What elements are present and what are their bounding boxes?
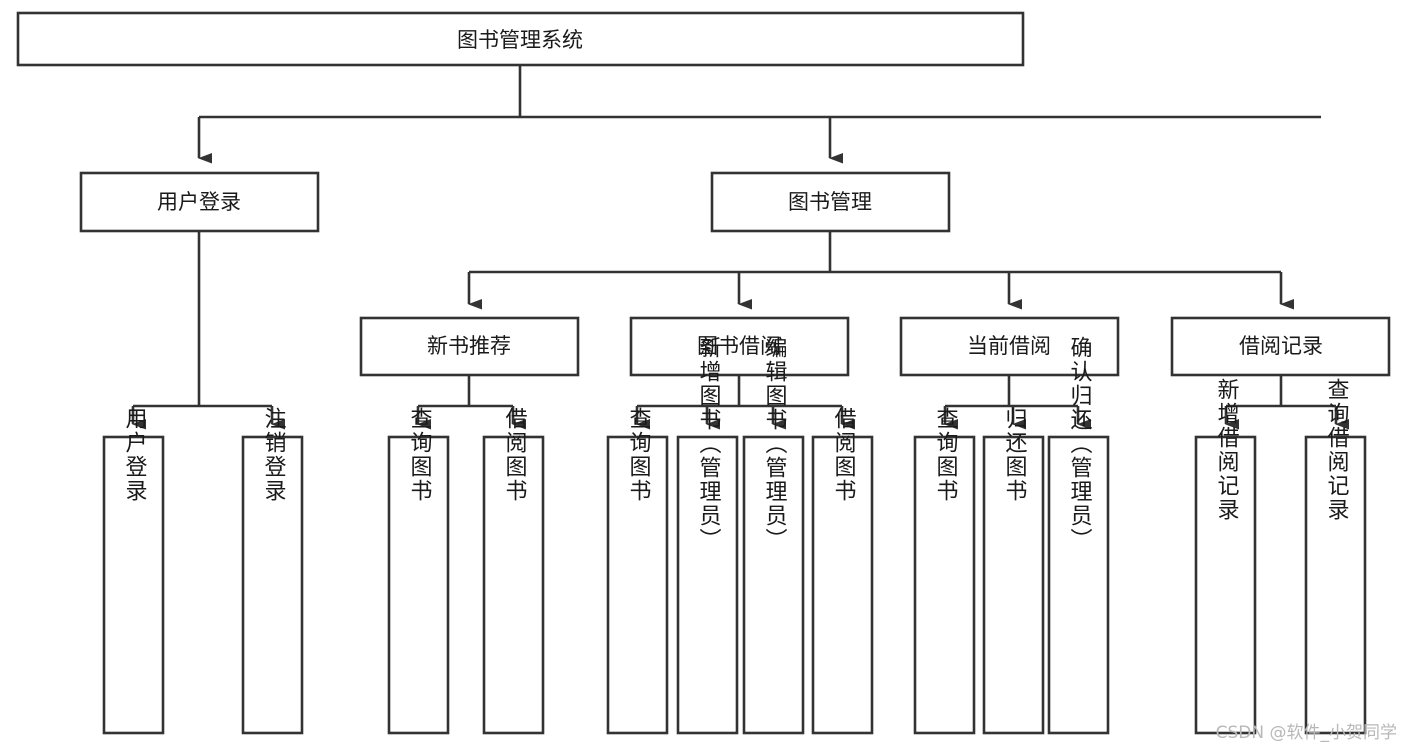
connector-borrowrecord-to-leaves xyxy=(1224,375,1349,430)
leaf-borrow-record-0[interactable]: 新增借阅记录 xyxy=(1194,378,1257,735)
leaf-borrow-record-0-label: 新增借阅记录 xyxy=(1214,378,1240,522)
node-current-borrow[interactable]: 当前借阅 xyxy=(899,316,1120,377)
leaf-new-book-recommend-0[interactable]: 查询图书 xyxy=(387,407,450,735)
leaf-new-book-recommend-0-label: 查询图书 xyxy=(407,407,433,503)
node-root[interactable]: 图书管理系统 xyxy=(16,11,1025,67)
leaf-borrow-record-1[interactable]: 查询借阅记录 xyxy=(1304,378,1367,735)
leaf-user-login-1[interactable]: 注销登录 xyxy=(241,407,304,735)
node-new-book-recommend-label: 新书推荐 xyxy=(427,334,511,358)
leaf-current-borrow-1[interactable]: 归还图书 xyxy=(982,407,1045,735)
leaf-book-borrow-2-label: 编辑图书（管理员） xyxy=(762,336,788,552)
leaf-new-book-recommend-1[interactable]: 借阅图书 xyxy=(482,407,545,735)
leaf-new-book-recommend-1-label: 借阅图书 xyxy=(502,407,528,503)
leaf-user-login-1-label: 注销登录 xyxy=(261,407,287,503)
connector-bookmgmt-to-level3 xyxy=(467,231,1294,310)
node-user-login-label: 用户登录 xyxy=(157,190,241,214)
node-current-borrow-label: 当前借阅 xyxy=(967,334,1051,358)
leaf-current-borrow-1-label: 归还图书 xyxy=(1002,407,1028,503)
leaf-user-login-0[interactable]: 用户登录 xyxy=(102,407,165,735)
connector-root-to-level2 xyxy=(197,65,1321,164)
leaf-current-borrow-2[interactable]: 确认归还（管理员） xyxy=(1047,336,1110,735)
leaf-book-borrow-3[interactable]: 借阅图书 xyxy=(811,407,874,735)
node-root-label: 图书管理系统 xyxy=(457,28,583,52)
connector-newbook-to-leaves xyxy=(416,375,526,430)
connector-bookborrow-to-leaves xyxy=(635,375,855,430)
leaf-book-borrow-0[interactable]: 查询图书 xyxy=(606,407,669,735)
node-book-borrow-label: 图书借阅 xyxy=(697,334,781,358)
leaf-borrow-record-1-label: 查询借阅记录 xyxy=(1324,378,1350,522)
leaf-book-borrow-3-label: 借阅图书 xyxy=(831,407,857,503)
node-book-borrow[interactable]: 图书借阅 xyxy=(629,316,850,377)
leaf-book-borrow-1-label: 新增图书（管理员） xyxy=(696,336,722,552)
connector-userlogin-to-leaves xyxy=(131,231,285,430)
node-user-login[interactable]: 用户登录 xyxy=(79,171,320,233)
leaf-book-borrow-1[interactable]: 新增图书（管理员） xyxy=(676,336,739,735)
leaf-book-borrow-0-label: 查询图书 xyxy=(626,407,652,503)
node-new-book-recommend[interactable]: 新书推荐 xyxy=(359,316,580,377)
connector-currentborrow-to-leaves xyxy=(943,375,1091,430)
node-borrow-record[interactable]: 借阅记录 xyxy=(1170,316,1391,377)
node-book-management[interactable]: 图书管理 xyxy=(710,171,951,233)
leaf-current-borrow-0[interactable]: 查询图书 xyxy=(913,407,976,735)
leaf-book-borrow-2[interactable]: 编辑图书（管理员） xyxy=(742,336,805,735)
node-book-management-label: 图书管理 xyxy=(788,190,872,214)
leaf-current-borrow-2-label: 确认归还（管理员） xyxy=(1067,336,1093,552)
leaf-current-borrow-0-label: 查询图书 xyxy=(933,407,959,503)
leaf-user-login-0-label: 用户登录 xyxy=(122,407,148,503)
node-borrow-record-label: 借阅记录 xyxy=(1239,334,1323,358)
